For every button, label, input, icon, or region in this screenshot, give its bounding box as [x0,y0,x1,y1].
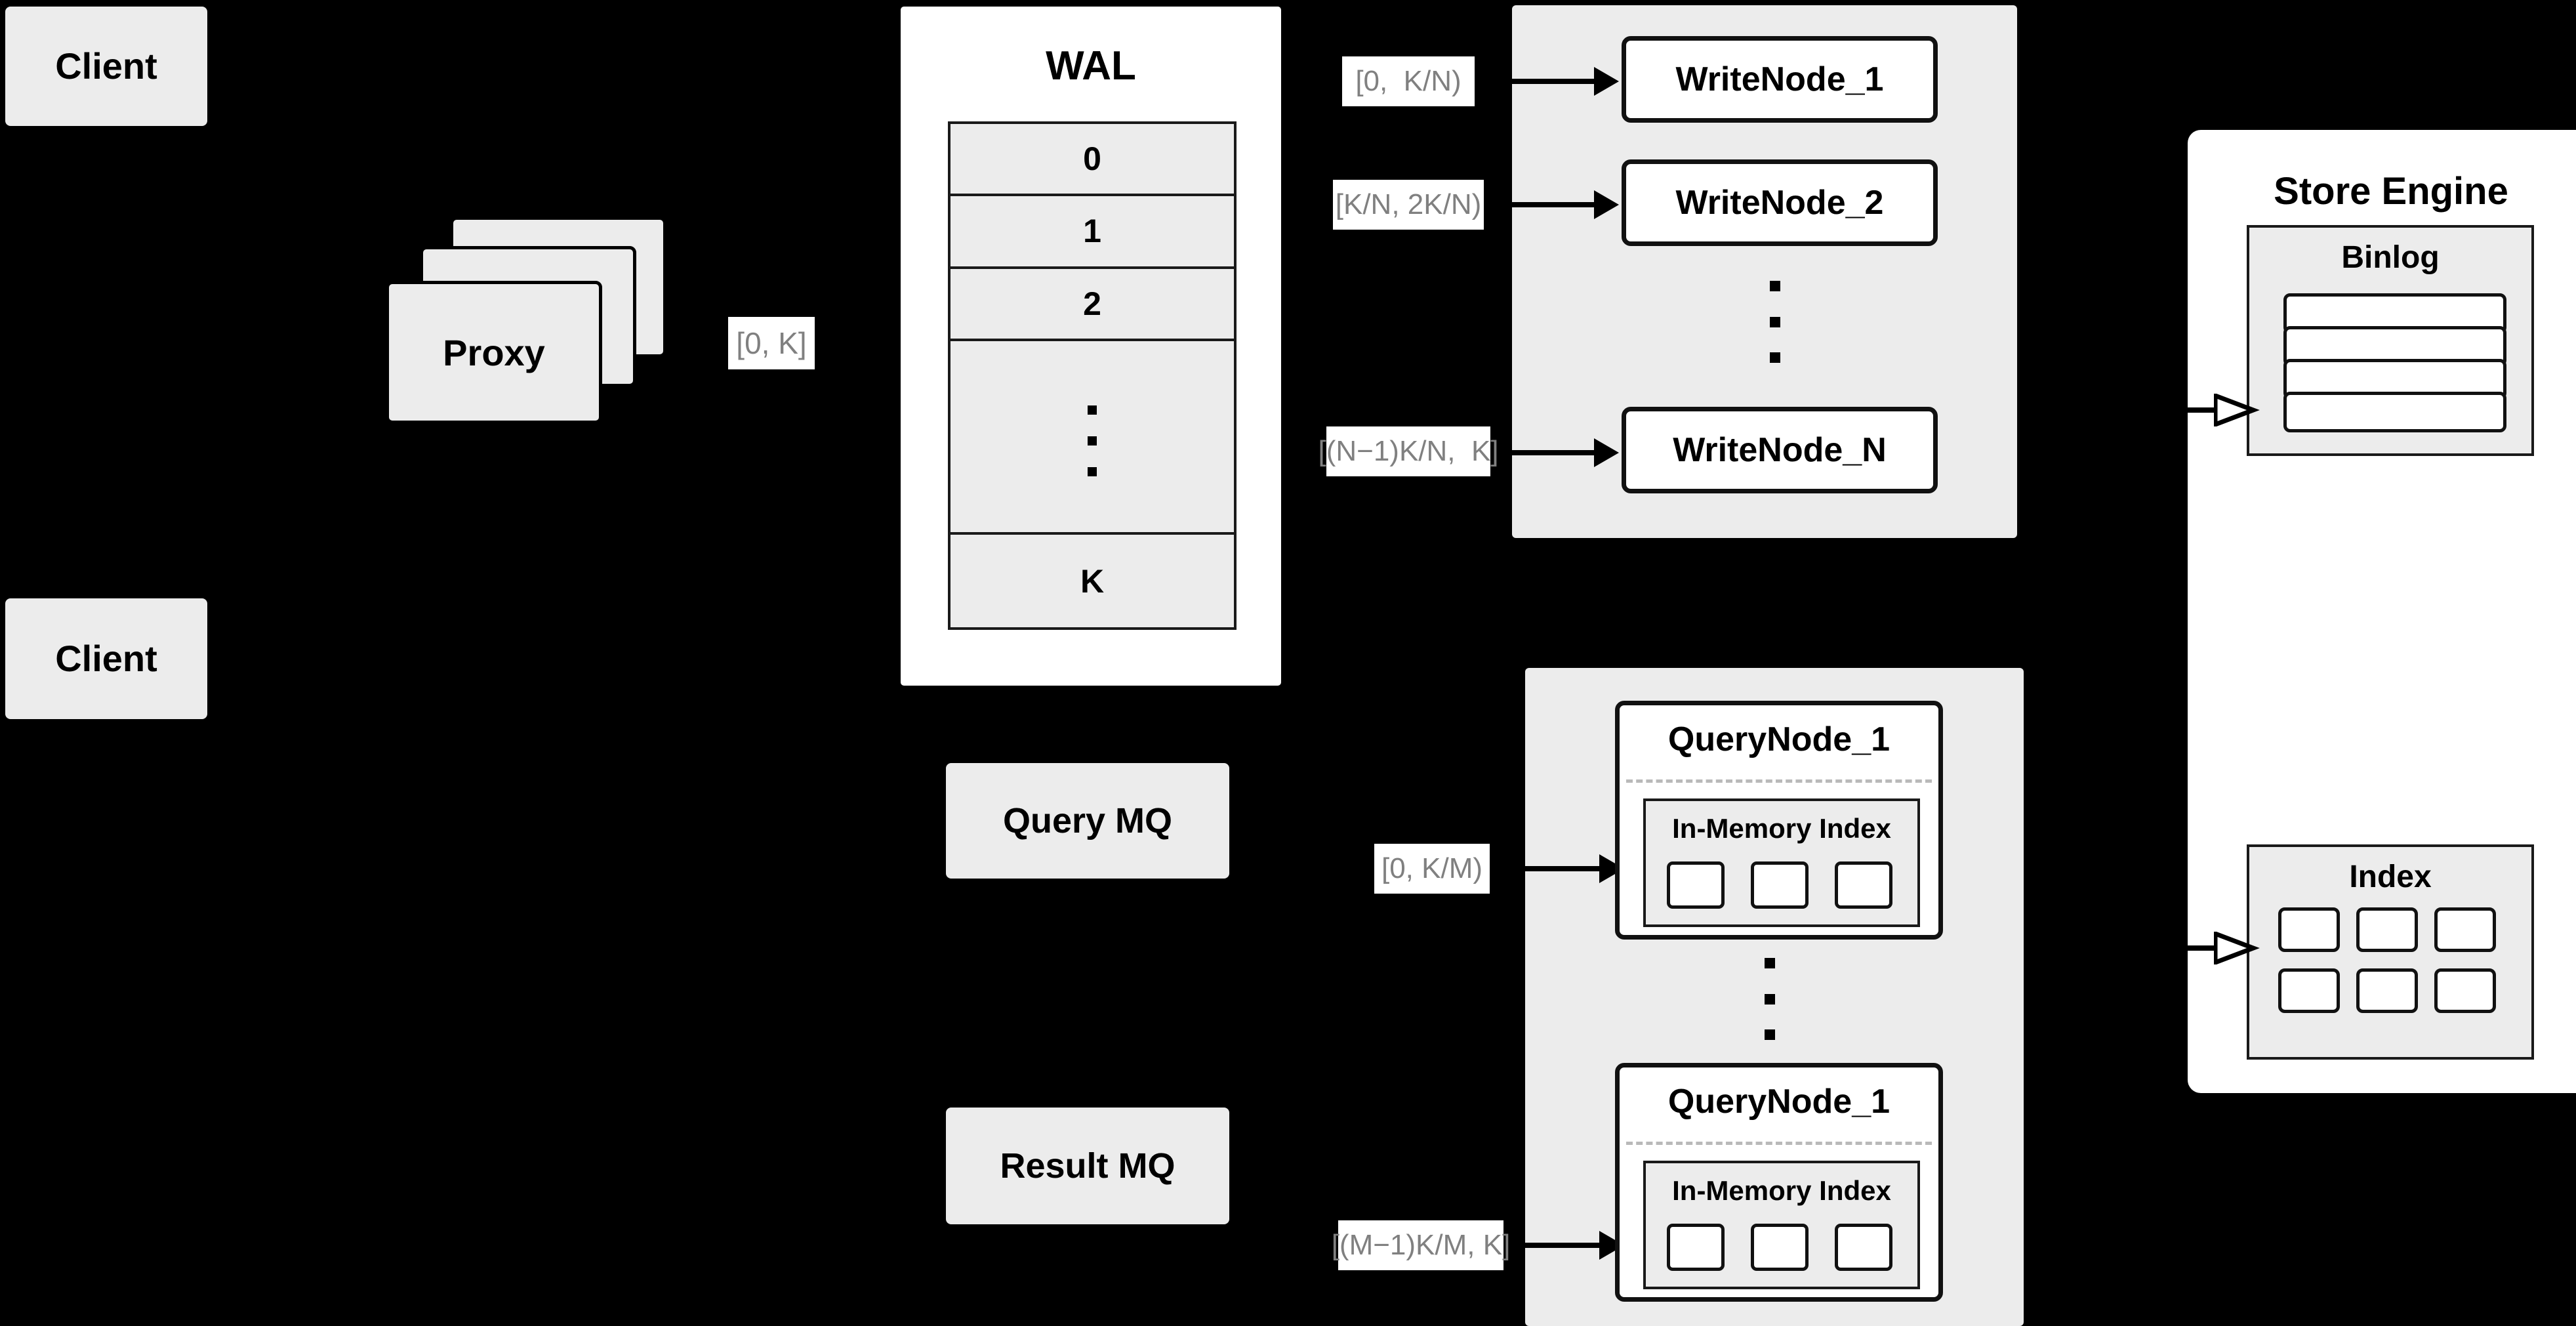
query-group-vertical-ellipsis-icon [1765,958,1775,1040]
wal-row: 2 [951,269,1234,341]
query-node-last-separator [1626,1142,1932,1145]
wal-row-ellipsis [951,341,1234,535]
client-node-2-label: Client [55,637,157,679]
edge-label-querynode-last: [(M−1)K/M, K] [1332,1220,1510,1270]
arrow-head-writenode-n [1594,438,1619,467]
edge-label-proxy-to-wal-text: [0, K] [736,326,807,360]
wal-panel: WAL 0 1 2 K [897,3,1284,689]
query-node-last-in-memory-index-label: In-Memory Index [1672,1175,1891,1206]
wal-row: 1 [951,196,1234,269]
result-mq-node[interactable]: Result MQ [946,1108,1229,1224]
wal-row-label: 1 [1083,213,1101,250]
index-title: Index [2349,860,2432,894]
edge-label-proxy-to-wal: [0, K] [728,317,815,369]
wal-title: WAL [1046,43,1136,89]
index-cell [1835,1224,1892,1271]
index-cell [1751,861,1809,909]
open-arrowhead-icon [2214,394,2260,426]
edge-label-writenode-n-text: [(N−1)K/N, K] [1318,435,1499,467]
arrow-line-writenode-n [1509,450,1595,455]
index-cell [2434,907,2496,952]
arrow-open-to-binlog [2188,394,2260,426]
arrow-line-querynode-last [1521,1243,1601,1248]
wal-row: K [951,535,1234,627]
write-node-n[interactable]: WriteNode_N [1622,407,1938,493]
index-cell [2356,968,2418,1013]
binlog-title: Binlog [2341,240,2440,275]
query-node-1-in-memory-index-label: In-Memory Index [1672,813,1891,844]
arrow-line-writenode-1 [1509,79,1595,84]
wal-row-label: K [1080,562,1105,600]
wal-row-label: 2 [1083,285,1101,322]
edge-label-writenode-1-text: [0, K/N) [1355,65,1462,97]
query-node-last[interactable]: QueryNode_1 In-Memory Index [1615,1063,1943,1302]
client-node-1[interactable]: Client [5,7,207,126]
index-cell [1751,1224,1809,1271]
store-engine-title: Store Engine [2274,170,2508,213]
index-cell [2434,968,2496,1013]
index-cell [1667,1224,1725,1271]
binlog-panel: Binlog [2247,225,2534,456]
query-mq-node[interactable]: Query MQ [946,763,1229,879]
write-node-n-label: WriteNode_N [1673,431,1887,469]
write-node-2[interactable]: WriteNode_2 [1622,159,1938,246]
write-node-1-label: WriteNode_1 [1675,60,1884,98]
query-mq-label: Query MQ [1002,800,1173,840]
edge-label-querynode-last-text: [(M−1)K/M, K] [1331,1229,1511,1261]
query-node-last-in-memory-index: In-Memory Index [1643,1161,1920,1289]
edge-label-writenode-n: [(N−1)K/N, K] [1318,426,1499,476]
proxy-label: Proxy [443,331,545,373]
index-cell [1667,861,1725,909]
query-node-last-label: QueryNode_1 [1667,1083,1891,1121]
wal-vertical-ellipsis-icon [1088,405,1097,476]
edge-label-querynode-first: [0, K/M) [1374,844,1490,894]
edge-label-writenode-1: [0, K/N) [1342,56,1475,106]
query-node-1-label: QueryNode_1 [1667,720,1891,758]
wal-row: 0 [951,124,1234,197]
edge-label-querynode-first-text: [0, K/M) [1381,852,1483,884]
arrow-line-querynode-first [1521,866,1601,871]
result-mq-label: Result MQ [1000,1146,1176,1186]
index-panel: Index [2247,844,2534,1060]
index-cell [2356,907,2418,952]
open-arrowhead-icon [2214,932,2260,964]
query-node-1-in-memory-index: In-Memory Index [1643,798,1920,927]
arrow-line-writenode-2 [1509,202,1595,207]
wal-row-label: 0 [1083,140,1101,178]
wal-table: 0 1 2 K [948,121,1237,630]
write-node-1[interactable]: WriteNode_1 [1622,36,1938,123]
query-node-1-separator [1626,779,1932,783]
edge-label-writenode-2-text: [K/N, 2K/N) [1335,188,1482,220]
index-cell [2278,968,2340,1013]
client-node-1-label: Client [55,45,157,87]
proxy-node[interactable]: Proxy [386,281,602,424]
store-engine-panel: Store Engine Binlog Index [2188,130,2576,1093]
query-node-1[interactable]: QueryNode_1 In-Memory Index [1615,701,1943,940]
write-group-vertical-ellipsis-icon [1770,281,1780,363]
index-cell [2278,907,2340,952]
edge-label-writenode-2: [K/N, 2K/N) [1333,180,1484,230]
client-node-2[interactable]: Client [5,598,207,719]
binlog-bar [2283,392,2506,432]
arrow-open-to-index [2188,932,2260,964]
arrow-head-writenode-1 [1594,67,1619,96]
index-cell [1835,861,1892,909]
arrow-head-writenode-2 [1594,190,1619,219]
write-node-2-label: WriteNode_2 [1675,184,1884,222]
